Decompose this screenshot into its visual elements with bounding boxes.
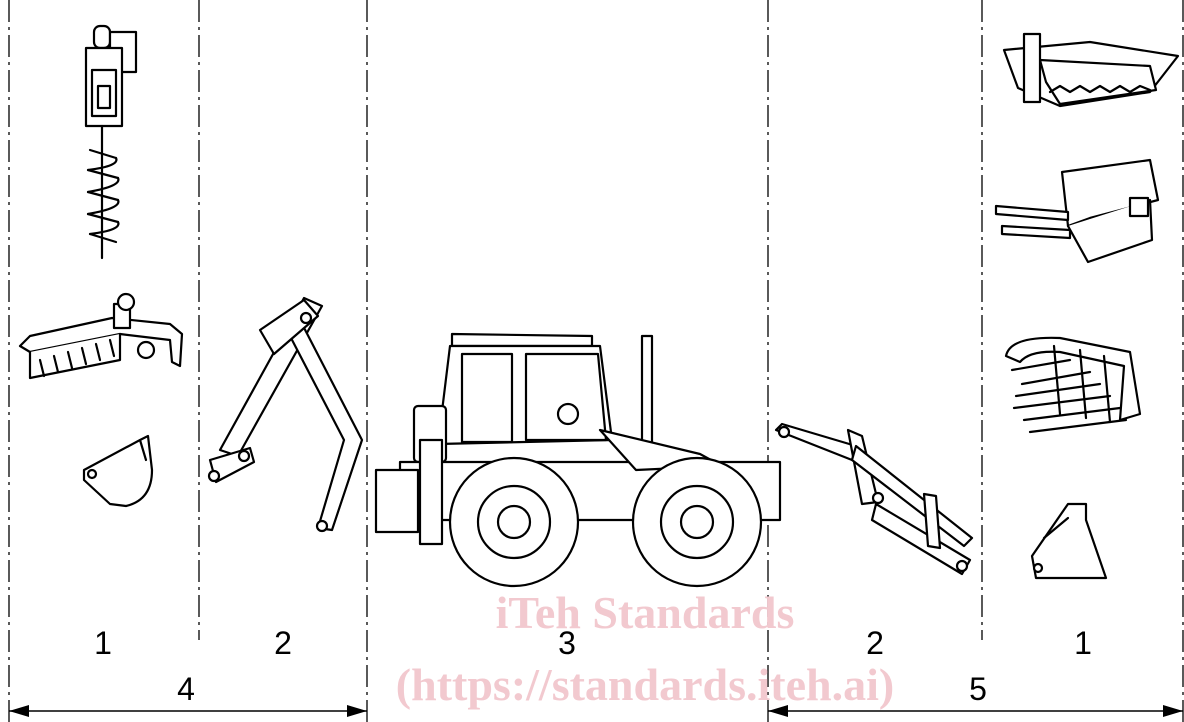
label-attachments-right: 1	[1074, 625, 1092, 661]
backhoe-loader	[374, 332, 782, 588]
label-loader-arm: 2	[866, 625, 884, 661]
label-backhoe-arm: 2	[274, 625, 292, 661]
watermark-url: (https://standards.iteh.ai)	[396, 659, 894, 710]
label-front-section: 5	[969, 671, 987, 707]
pallet-fork-attachment	[994, 158, 1160, 264]
loader-arm	[774, 422, 974, 576]
label-rear-section: 4	[177, 671, 195, 707]
watermark-title: iTeh Standards	[496, 587, 795, 638]
small-bucket-right	[1030, 502, 1108, 580]
column-separators	[8, 0, 1184, 722]
backhoe-arm	[207, 296, 364, 533]
small-bucket-left	[82, 434, 154, 508]
cutter-attachment	[18, 292, 184, 380]
label-base-machine: 3	[558, 625, 576, 661]
grapple-attachment	[1004, 336, 1142, 434]
dimension-line-left	[9, 705, 367, 717]
auger-attachment	[84, 24, 138, 260]
dimension-line-right	[768, 705, 1183, 717]
label-attachments-left: 1	[94, 625, 112, 661]
broom-attachment	[1002, 32, 1180, 108]
